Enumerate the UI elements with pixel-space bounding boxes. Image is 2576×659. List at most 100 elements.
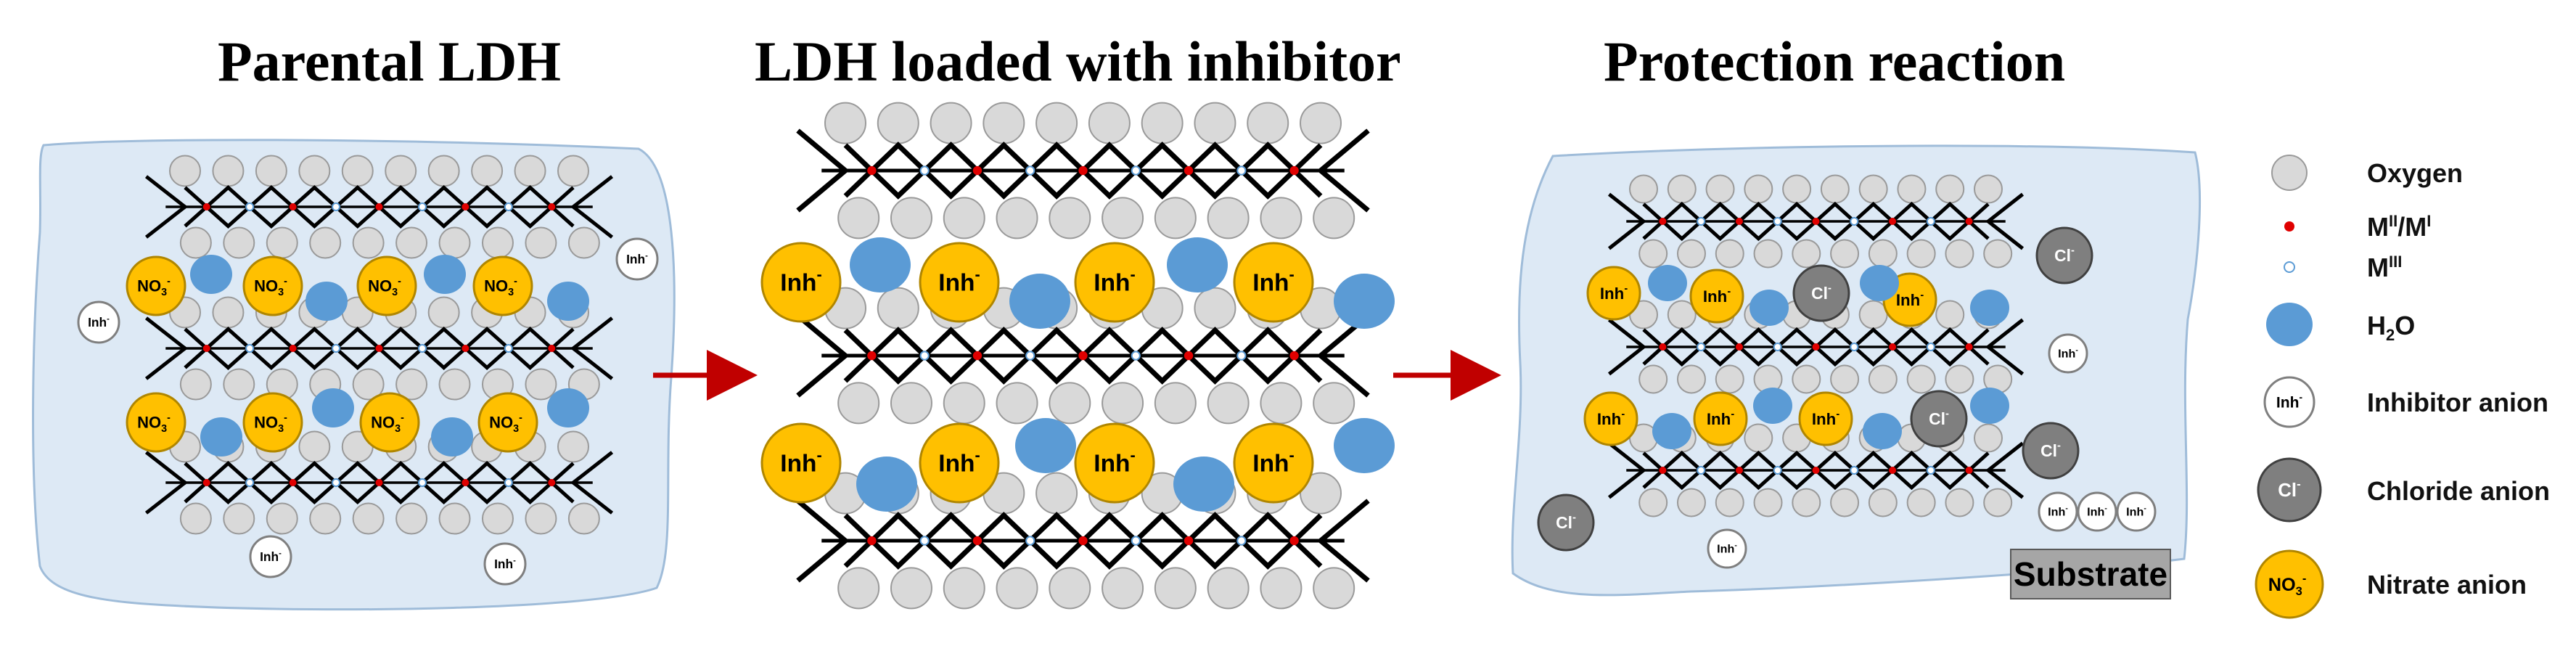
nitrate-anion: NO3- [477, 392, 538, 453]
water-molecule [1009, 274, 1070, 329]
oxygen-atom [169, 155, 201, 187]
substrate-block: Substrate [2010, 549, 2171, 599]
metal-trivalent-atom [1850, 466, 1859, 475]
legend-label-divalent-metal: MII/MI [2367, 212, 2432, 242]
svg-text:Cl-: Cl- [2054, 245, 2075, 265]
svg-text:Cl-: Cl- [2040, 441, 2061, 460]
metal-trivalent-atom [1697, 466, 1706, 475]
metal-divalent-atom [1735, 343, 1743, 351]
svg-text:Cl-: Cl- [1556, 512, 1576, 532]
legend-divalent-metal-icon [2284, 221, 2294, 232]
svg-text:Inh-: Inh- [260, 549, 282, 564]
oxygen-atom [890, 197, 932, 240]
metal-divalent-atom [1184, 536, 1194, 546]
metal-trivalent-atom [332, 202, 341, 211]
oxygen-atom [1638, 488, 1668, 517]
legend-label-water: H2O [2367, 311, 2416, 345]
metal-trivalent-atom [417, 344, 427, 353]
legend-oxygen-icon [2271, 155, 2308, 191]
panel-title-ldh-loaded: LDH loaded with inhibitor [755, 30, 1401, 93]
oxygen-atom [179, 502, 212, 535]
metal-divalent-atom [1735, 218, 1743, 225]
svg-text:Inh-: Inh- [2276, 392, 2303, 411]
metal-divalent-atom [289, 479, 297, 486]
oxygen-atom [877, 102, 919, 144]
svg-text:Inh-: Inh- [2126, 504, 2146, 518]
water-molecule [200, 417, 242, 457]
oxygen-atom [1983, 488, 2013, 517]
oxygen-atom [943, 382, 985, 425]
oxygen-atom [567, 502, 600, 535]
metal-divalent-atom [462, 203, 469, 210]
metal-divalent-atom [548, 345, 556, 352]
oxygen-atom [877, 287, 919, 330]
svg-text:NO3-: NO3- [489, 412, 522, 435]
legend-label-nitrate-anion: Nitrate anion [2367, 570, 2527, 599]
oxygen-atom [1830, 239, 1860, 269]
metal-divalent-atom [1659, 343, 1667, 351]
metal-trivalent-atom [504, 202, 513, 211]
oxygen-atom [1792, 364, 1821, 394]
svg-text:Inh-: Inh- [1600, 283, 1628, 303]
metal-trivalent-atom [1236, 351, 1247, 361]
svg-text:NO3-: NO3- [137, 412, 171, 435]
oxygen-atom [1667, 174, 1697, 204]
metal-divalent-atom [1289, 351, 1299, 361]
svg-text:NO3-: NO3- [484, 276, 517, 298]
svg-text:Inh-: Inh- [1094, 266, 1135, 297]
legend-label-chloride-anion: Chloride anion [2367, 476, 2550, 506]
oxygen-atom [996, 197, 1038, 240]
metal-trivalent-atom [245, 202, 255, 211]
oxygen-atom [996, 567, 1038, 610]
metal-trivalent-atom [1773, 343, 1782, 351]
metal-divalent-atom [1812, 343, 1820, 351]
oxygen-atom [1629, 174, 1658, 204]
metal-divalent-atom [972, 165, 983, 176]
oxygen-atom [1753, 488, 1783, 517]
metal-divalent-atom [1289, 165, 1299, 176]
svg-text:Inh-: Inh- [1812, 409, 1839, 428]
inhibitor-anion: Inh- [2077, 491, 2117, 532]
metal-divalent-atom [548, 203, 556, 210]
oxygen-atom [983, 102, 1025, 144]
metal-divalent-atom [867, 351, 877, 361]
oxygen-atom [341, 155, 374, 187]
oxygen-atom [438, 502, 471, 535]
metal-divalent-atom [972, 536, 983, 546]
oxygen-atom [1715, 364, 1744, 394]
inhibitor-anion: Inh- [1798, 391, 1853, 446]
metal-trivalent-atom [919, 165, 930, 176]
metal-trivalent-atom [1025, 536, 1035, 546]
oxygen-atom [1260, 567, 1303, 610]
inhibitor-anion: Inh- [483, 542, 527, 586]
chloride-anion: Cl- [2035, 226, 2093, 285]
svg-text:Inh-: Inh- [1252, 446, 1294, 478]
inhibitor-anion: Inh- [2038, 491, 2078, 532]
water-molecule [1652, 413, 1691, 449]
metal-divalent-atom [1965, 343, 1973, 351]
svg-text:Inh-: Inh- [2058, 346, 2078, 360]
oxygen-atom [1868, 364, 1898, 394]
oxygen-atom [1035, 472, 1078, 515]
metal-divalent-atom [1889, 343, 1897, 351]
svg-text:Inh-: Inh- [938, 446, 980, 478]
oxygen-atom [298, 430, 331, 463]
oxygen-atom [1638, 239, 1668, 269]
water-molecule [1015, 418, 1076, 473]
water-molecule [1970, 388, 2009, 424]
water-molecule [1334, 274, 1395, 329]
svg-text:NO3-: NO3- [2268, 572, 2307, 598]
oxygen-atom [1260, 197, 1303, 240]
metal-divalent-atom [375, 203, 383, 210]
oxygen-atom [1154, 382, 1197, 425]
oxygen-atom [1207, 567, 1250, 610]
svg-text:NO3-: NO3- [254, 412, 287, 435]
metal-trivalent-atom [1131, 165, 1141, 176]
metal-trivalent-atom [1697, 217, 1706, 226]
svg-text:NO3-: NO3- [254, 276, 287, 298]
oxygen-atom [223, 226, 255, 259]
metal-divalent-atom [1965, 467, 1973, 474]
inhibitor-anion: Inh- [1586, 266, 1641, 321]
water-molecule [1860, 265, 1899, 301]
oxygen-atom [1830, 364, 1860, 394]
